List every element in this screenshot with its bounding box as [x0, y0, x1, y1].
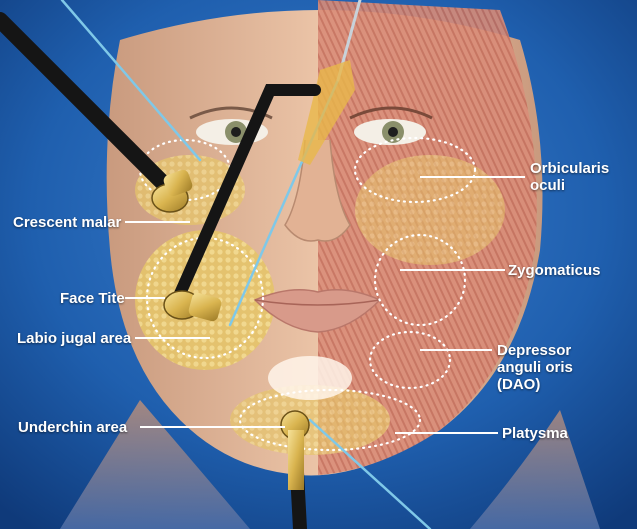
- label-crescent-malar: Crescent malar: [13, 214, 121, 231]
- label-dao: Depressor anguli oris (DAO): [497, 342, 573, 393]
- label-underchin-area: Underchin area: [18, 419, 127, 436]
- label-zygomaticus: Zygomaticus: [508, 262, 601, 279]
- chin-highlight: [268, 356, 352, 400]
- label-platysma: Platysma: [502, 425, 568, 442]
- label-labio-jugal-area: Labio jugal area: [17, 330, 131, 347]
- label-face-tite: Face Tite: [60, 290, 125, 307]
- fat-cheek-right: [355, 155, 505, 265]
- label-orbicularis-oculi: Orbicularis oculi: [530, 160, 609, 194]
